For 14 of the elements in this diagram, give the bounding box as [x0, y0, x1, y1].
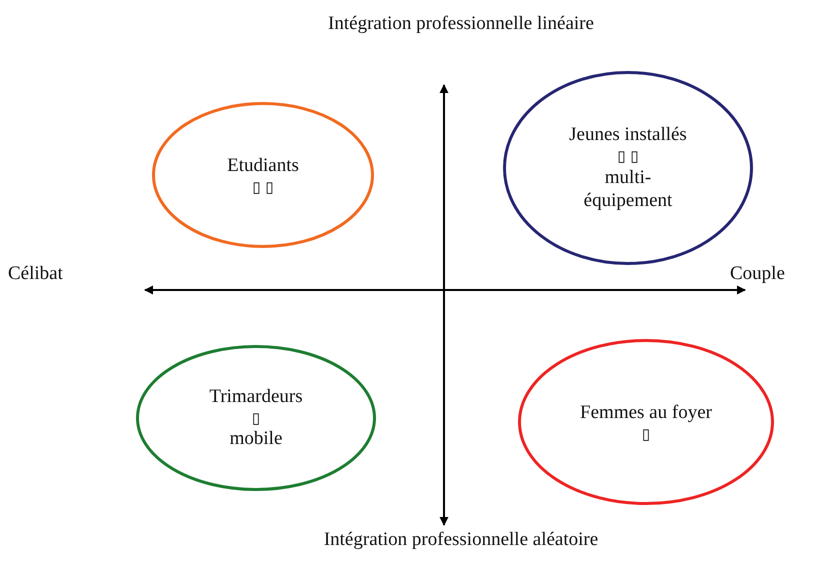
- node-title: Trimardeurs: [209, 384, 303, 409]
- node-text: multi-équipement: [582, 166, 674, 213]
- symbol-text: ▯: [642, 424, 650, 444]
- axis-label: Célibat: [8, 262, 63, 286]
- node-text: mobile: [228, 427, 284, 452]
- axis-label: Couple: [730, 262, 785, 286]
- node-title: Etudiants: [227, 154, 299, 178]
- axis-label: Intégration professionnelle linéaire: [327, 12, 595, 36]
- node-title: Femmes au foyer: [580, 400, 712, 424]
- symbol-text: ▯: [252, 408, 260, 428]
- axis-label: Intégration professionnelle aléatoire: [322, 528, 600, 552]
- symbol-text: ▯ ▯: [617, 146, 639, 166]
- node-title: Jeunes installés: [569, 123, 687, 147]
- symbol-text: ▯ ▯: [252, 178, 274, 196]
